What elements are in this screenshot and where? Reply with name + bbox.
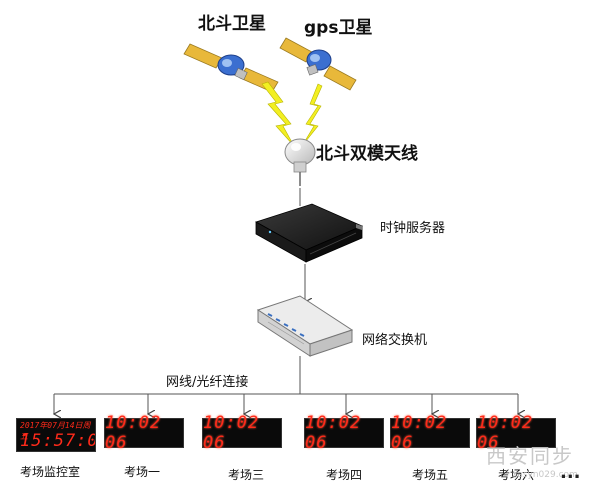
- monitor-room-clock: 2017年07月14日周五 15:57:03: [16, 418, 96, 452]
- network-switch-icon: [256, 295, 354, 357]
- room-4-clock-time: 10:02 06: [305, 413, 362, 453]
- beidou-satellite-label: 北斗卫星: [198, 14, 266, 34]
- network-connection-label: 网线/光纤连接: [166, 375, 249, 390]
- room-5-clock-time: 10:02 06: [391, 413, 448, 453]
- room-5-label: 考场五: [412, 468, 449, 482]
- room-6-label: 考场六: [498, 468, 535, 482]
- lightning-right-icon: [301, 83, 323, 147]
- room-4-clock: 10:02 06: [304, 413, 384, 453]
- antenna-icon: [284, 138, 316, 186]
- room-1-clock: 10:02 06: [104, 413, 184, 453]
- watermark-sub: xasyn029.com: [512, 470, 578, 480]
- room-1-clock-time: 10:02 06: [105, 413, 162, 453]
- gps-satellite-label: gps卫星: [304, 18, 373, 38]
- room-3-label: 考场三: [228, 468, 265, 482]
- lightning-left-icon: [261, 81, 295, 147]
- room-4-label: 考场四: [326, 468, 363, 482]
- room-3-clock: 10:02 06: [202, 413, 282, 453]
- room-5-clock: 10:02 06: [390, 413, 470, 453]
- monitor-clock-time: 15:57:03: [20, 431, 95, 451]
- monitor-room-label: 考场监控室: [20, 465, 81, 479]
- watermark-text: 西安同步: [486, 444, 574, 468]
- monitor-clock-date: 2017年07月14日周五: [20, 421, 91, 441]
- room-6-clock: 10:02 06: [476, 413, 556, 453]
- antenna-label: 北斗双模天线: [316, 144, 418, 164]
- room-6-clock-time: 10:02 06: [477, 413, 534, 453]
- gps-satellite-icon: [279, 37, 357, 91]
- clock-server-icon: [255, 203, 364, 263]
- beidou-satellite-icon: [183, 43, 279, 93]
- server-label: 时钟服务器: [380, 221, 446, 236]
- room-3-clock-time: 10:02 06: [203, 413, 260, 453]
- switch-label: 网络交换机: [362, 333, 428, 348]
- watermark-dots: ...: [560, 462, 581, 483]
- room-1-label: 考场一: [124, 465, 161, 479]
